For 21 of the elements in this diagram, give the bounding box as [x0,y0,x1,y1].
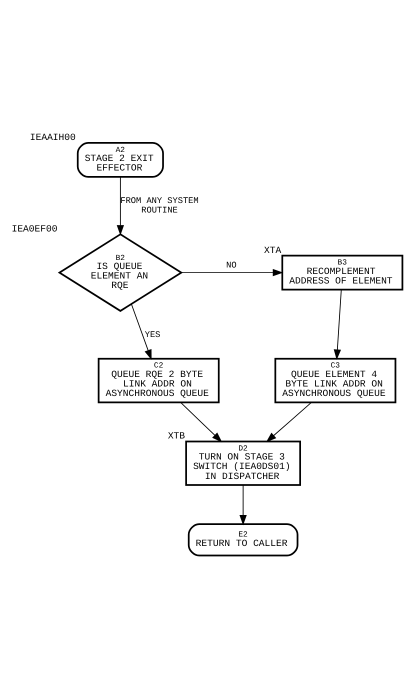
node-box: E2 RETURN TO CALLER [188,523,298,556]
arrow [180,402,222,442]
node-box: D2 TURN ON STAGE 3 SWITCH (IEA0DS01) IN DISPATCHER [185,440,301,486]
node-box: C3 QUEUE ELEMENT 4 BYTE LINK ADDR ON ASYNCHRONOUS QUEUE [274,358,396,404]
node-label: IEA0EF00 [12,224,58,235]
node-box: C2 QUEUE RQE 2 BYTE LINK ADDR ON ASYNCHRONOUS QUEUE [98,358,220,404]
node-label: IEAAIH00 [30,132,76,144]
node-box: B3 RECOMPLEMENT ADDRESS OF ELEMENT [281,254,404,290]
node-box: A2 STAGE 2 EXIT EFFECTOR [76,142,164,178]
arrow [239,484,247,526]
node-diamond: B2 IS QUEUE ELEMENT AN RQE [58,233,183,312]
edge-label: FROM ANY SYSTEM ROUTINE [120,196,199,216]
node-label: XTB [168,430,186,442]
edge-label: YES [144,330,160,340]
arrow [131,304,152,360]
node-label: XTA [264,244,282,256]
arrow [266,402,312,442]
arrow [334,289,342,360]
edge-label: NO [226,260,237,270]
arrow [180,268,284,276]
arrow [116,176,124,236]
